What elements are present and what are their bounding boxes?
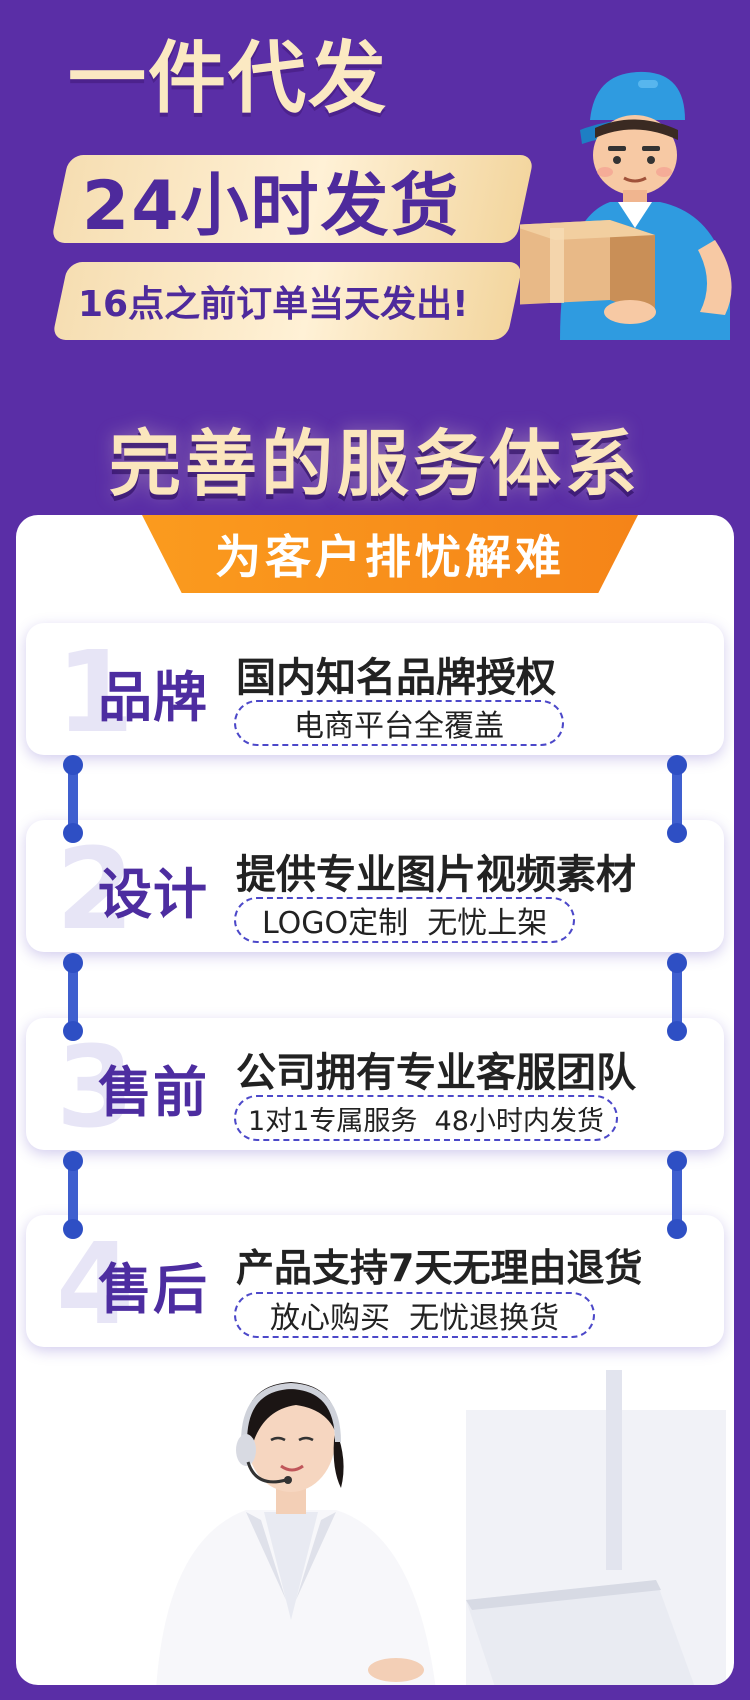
connector-left: [63, 1151, 83, 1239]
service-number: 4: [56, 1220, 134, 1350]
hero-banner-sub: 16点之前订单当天发出!: [51, 262, 524, 340]
service-card: 为客户排忧解难 1 品牌 国内知名品牌授权 电商平台全覆盖 2 设计 提供专业图…: [16, 515, 734, 1685]
ribbon-header: 为客户排忧解难: [142, 515, 638, 593]
connector-left: [63, 755, 83, 843]
service-item-aftersale: 4 售后 产品支持7天无理由退货 放心购买 无忧退换货: [26, 1215, 724, 1347]
service-item-brand: 1 品牌 国内知名品牌授权 电商平台全覆盖: [26, 623, 724, 755]
service-label: 品牌: [98, 666, 208, 729]
service-tag: 放心购买 无忧退换货: [234, 1292, 596, 1338]
service-tag: 电商平台全覆盖: [234, 700, 564, 746]
service-tag: LOGO定制 无忧上架: [234, 897, 576, 943]
connector-right: [667, 755, 687, 843]
service-item-design: 2 设计 提供专业图片视频素材 LOGO定制 无忧上架: [26, 820, 724, 952]
service-item-presale: 3 售前 公司拥有专业客服团队 1对1专属服务 48小时内发货: [26, 1018, 724, 1150]
hero-banner-main-text: 24小时发货: [82, 166, 461, 246]
service-label: 设计: [98, 863, 208, 926]
service-headline: 公司拥有专业客服团队: [236, 1050, 636, 1096]
hero-banner-sub-text: 16点之前订单当天发出!: [78, 284, 469, 325]
connector-right: [667, 1151, 687, 1239]
service-headline: 产品支持7天无理由退货: [236, 1246, 643, 1290]
connector-left: [63, 953, 83, 1041]
hero-title: 一件代发: [68, 34, 389, 124]
service-number: 3: [56, 1023, 134, 1153]
service-headline: 国内知名品牌授权: [236, 655, 556, 701]
service-label: 售后: [98, 1258, 208, 1321]
service-number: 1: [56, 628, 134, 758]
hero-banner-main: 24小时发货: [50, 155, 535, 246]
connector-right: [667, 953, 687, 1041]
service-number: 2: [56, 825, 134, 955]
ribbon-text: 为客户排忧解难: [215, 530, 565, 584]
service-tag: 1对1专属服务 48小时内发货: [234, 1095, 618, 1141]
section-title: 完善的服务体系: [108, 422, 641, 506]
courier-illustration: [520, 71, 732, 340]
service-label: 售前: [98, 1061, 208, 1124]
service-headline: 提供专业图片视频素材: [236, 852, 636, 898]
customer-service-agent-illustration: [156, 1370, 726, 1685]
